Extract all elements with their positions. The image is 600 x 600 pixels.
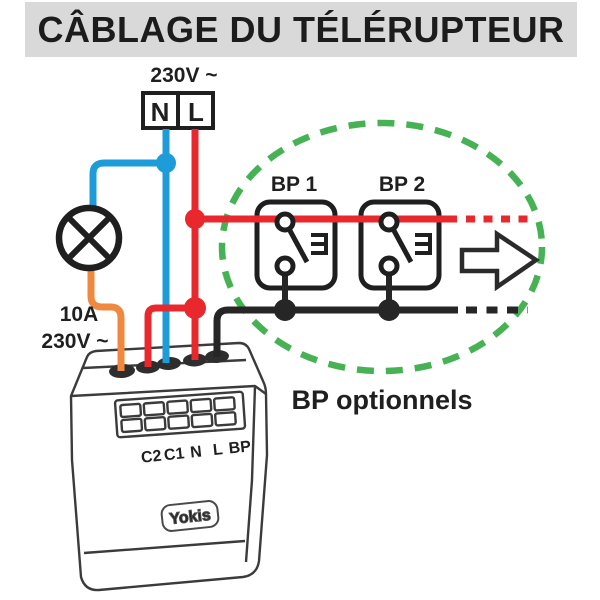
optional-bp-note: BP optionnels (291, 385, 472, 415)
bp2-junction-dot (378, 299, 400, 321)
bp1-label: BP 1 (271, 173, 318, 196)
supply-terminal-block: N L 230V ~ (141, 64, 218, 130)
bp2-contact-top (378, 211, 400, 233)
lamp-symbol (55, 204, 123, 272)
live-label: L (188, 97, 204, 127)
live-wire-c1-branch (144, 304, 195, 367)
bp1-lever (285, 225, 310, 264)
terminal-clamps (119, 396, 237, 434)
bp1-switch (274, 211, 328, 277)
lamp-amps-label: 10A (60, 303, 99, 326)
terminal-block (113, 390, 247, 439)
module-body (69, 341, 269, 592)
brand-logo-text: Yokis (169, 507, 212, 528)
optional-zone-ellipse (218, 119, 546, 375)
lamp-volts-label: 230V ~ (41, 330, 108, 353)
bp1-junction-dot (274, 299, 296, 321)
brand-logo-frame (160, 500, 220, 532)
wires (87, 129, 529, 371)
bp1-contact-bottom (274, 255, 296, 277)
bp2-switch (378, 211, 432, 277)
live-junction-dot-top (185, 209, 205, 229)
neutral-junction-dot (156, 153, 176, 173)
terminal-label-n: N (189, 443, 202, 461)
lamp-cross (65, 214, 113, 262)
extension-arrow-icon (459, 229, 541, 292)
terminal-label-bp: BP (228, 438, 252, 457)
supply-voltage-label: 230V ~ (150, 64, 217, 87)
bp2-label: BP 2 (379, 173, 425, 196)
module-side-edge (244, 385, 257, 563)
live-junction-dot-bottom (184, 297, 206, 319)
bp1-contact-top (274, 211, 296, 233)
telerupteur-module: C2 C1 N L BP Yokis (69, 341, 269, 592)
terminal-labels: C2 C1 N L BP (140, 438, 252, 466)
bp1-actuator (311, 233, 328, 255)
terminal-label-c2: C2 (140, 448, 162, 467)
bp2-lever (389, 225, 414, 264)
bp2-contact-bottom (378, 255, 400, 277)
terminal-label-c1: C1 (163, 445, 185, 464)
title-bar: CÂBLAGE DU TÉLÉRUPTEUR (25, 2, 577, 57)
page-title: CÂBLAGE DU TÉLÉRUPTEUR (37, 8, 565, 50)
neutral-label: N (151, 97, 170, 127)
neutral-wire-lamp-branch (89, 159, 167, 209)
brand-logo: Yokis (160, 500, 220, 532)
bp2-actuator (415, 233, 432, 255)
terminal-recess (113, 390, 247, 439)
lamp-return-wire (87, 267, 125, 371)
module-bottom-chamfer (83, 539, 246, 555)
bp-wire (213, 306, 458, 357)
terminal-label-l: L (212, 441, 224, 459)
